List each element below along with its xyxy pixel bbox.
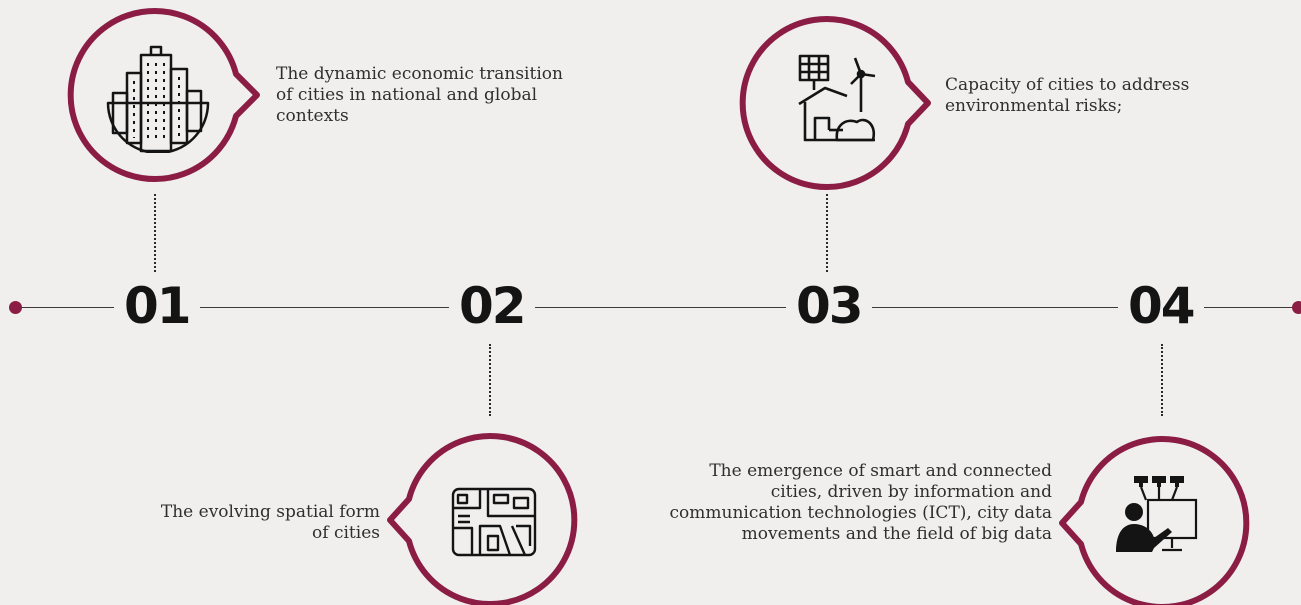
- callout-bubble-01: [67, 8, 260, 182]
- step-number-02: 02: [449, 276, 535, 336]
- timeline-end-dot: [1292, 301, 1301, 314]
- step-text-02: The evolving spatial form of cities: [160, 502, 380, 543]
- callout-bubble-04: [1059, 436, 1250, 605]
- step-number-03: 03: [786, 276, 872, 336]
- step-number-01: 01: [114, 276, 200, 336]
- connector-04: [1161, 344, 1163, 416]
- step-text-04: The emergence of smart and connected cit…: [669, 461, 1052, 544]
- solar-house-wind-turbine-icon: [798, 54, 876, 142]
- connector-02: [489, 344, 491, 416]
- connector-01: [154, 194, 156, 272]
- timeline-line: [18, 307, 1298, 308]
- city-skyline-icon: [106, 45, 210, 153]
- step-text-03: Capacity of cities to address environmen…: [945, 75, 1190, 116]
- connector-03: [826, 194, 828, 272]
- timeline-start-dot: [9, 301, 22, 314]
- presenter-screen-network-icon: [1116, 476, 1198, 552]
- step-text-01: The dynamic economic transition of citie…: [276, 64, 563, 126]
- callout-bubble-03: [739, 16, 931, 190]
- city-map-icon: [451, 487, 537, 557]
- step-number-04: 04: [1118, 276, 1204, 336]
- callout-bubble-02: [387, 433, 578, 605]
